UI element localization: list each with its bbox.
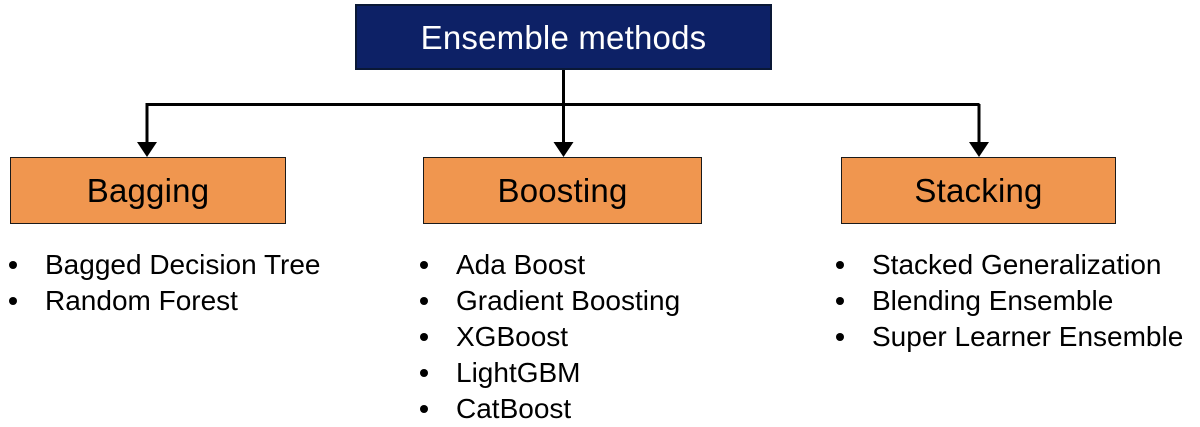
- list-item-label: XGBoost: [456, 321, 569, 352]
- bullet-icon: [836, 333, 844, 341]
- bullet-icon: [420, 333, 428, 341]
- branch-box-bagging: Bagging: [10, 157, 286, 224]
- list-item: LightGBM: [420, 355, 680, 391]
- list-item-label: CatBoost: [456, 393, 572, 424]
- branch-label-boosting: Boosting: [497, 172, 628, 209]
- branch-list-stacking: Stacked Generalization Blending Ensemble…: [836, 247, 1183, 355]
- branch-box-boosting: Boosting: [423, 157, 702, 224]
- bullet-icon: [420, 405, 428, 413]
- list-item-label: Gradient Boosting: [456, 285, 681, 316]
- root-node-ensemble-methods: Ensemble methods: [355, 4, 772, 70]
- list-item: Gradient Boosting: [420, 283, 680, 319]
- list-item-label: Super Learner Ensemble: [872, 321, 1184, 352]
- connector-arrow-bagging: [137, 104, 157, 157]
- root-node-label: Ensemble methods: [420, 18, 707, 56]
- list-item: Bagged Decision Tree: [9, 247, 321, 283]
- list-item: CatBoost: [420, 391, 680, 427]
- bullet-icon: [420, 261, 428, 269]
- list-item-label: Ada Boost: [456, 249, 586, 280]
- connector-arrow-boosting: [553, 104, 574, 157]
- list-item: Blending Ensemble: [836, 283, 1183, 319]
- bullet-icon: [836, 261, 844, 269]
- bullet-icon: [836, 297, 844, 305]
- branch-label-stacking: Stacking: [914, 172, 1043, 209]
- bullet-icon: [9, 261, 17, 269]
- list-item-label: Stacked Generalization: [872, 249, 1162, 280]
- branch-list-bagging: Bagged Decision Tree Random Forest: [9, 247, 321, 319]
- list-item-label: Bagged Decision Tree: [45, 249, 321, 280]
- bullet-icon: [420, 297, 428, 305]
- list-item-label: Random Forest: [45, 285, 238, 316]
- list-item: Stacked Generalization: [836, 247, 1183, 283]
- list-item-label: LightGBM: [456, 357, 581, 388]
- list-item: Random Forest: [9, 283, 321, 319]
- list-item: Super Learner Ensemble: [836, 319, 1183, 355]
- branch-list-boosting: Ada Boost Gradient Boosting XGBoost Ligh…: [420, 247, 680, 427]
- bullet-icon: [9, 297, 17, 305]
- bullet-icon: [420, 369, 428, 377]
- branch-label-bagging: Bagging: [86, 172, 210, 209]
- list-item: Ada Boost: [420, 247, 680, 283]
- list-item-label: Blending Ensemble: [872, 285, 1114, 316]
- list-item: XGBoost: [420, 319, 680, 355]
- branch-box-stacking: Stacking: [841, 157, 1116, 224]
- connector-arrow-stacking: [969, 104, 989, 157]
